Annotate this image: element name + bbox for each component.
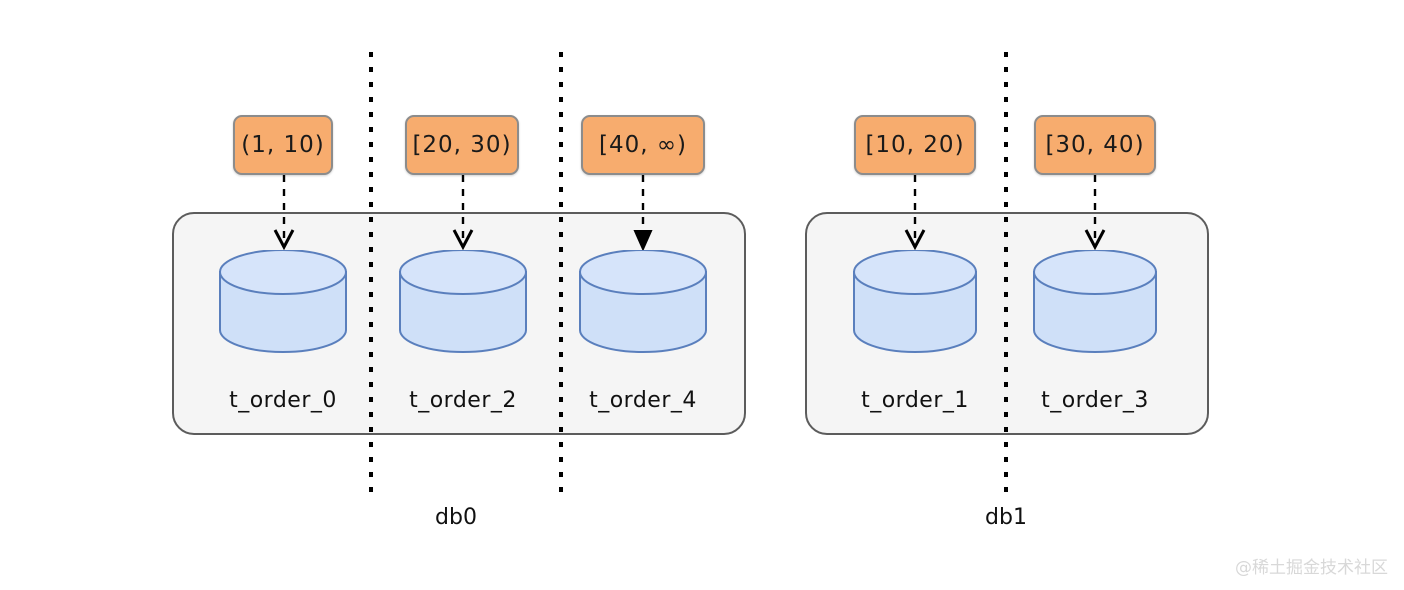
db-caption-db1: db1 [985, 505, 1027, 530]
range-box-db0-shard2[interactable]: [40, ∞) [581, 115, 705, 175]
database-cylinder-t_order_3 [1033, 250, 1157, 353]
arrow-db0-shard2 [633, 175, 653, 252]
range-box-db0-shard1[interactable]: [20, 30) [405, 115, 519, 175]
table-label-t_order_1: t_order_1 [861, 388, 969, 413]
shard-divider-db1-1 [1004, 52, 1008, 492]
table-label-t_order_3: t_order_3 [1041, 388, 1149, 413]
database-cylinder-t_order_0 [219, 250, 347, 353]
arrow-db0-shard1 [452, 175, 474, 251]
table-label-t_order_4: t_order_4 [589, 388, 697, 413]
database-cylinder-t_order_1 [853, 250, 977, 353]
table-label-t_order_2: t_order_2 [409, 388, 517, 413]
arrow-db0-shard0 [273, 175, 295, 251]
shard-divider-db0-2 [559, 52, 563, 492]
range-box-db1-shard0[interactable]: [10, 20) [854, 115, 976, 175]
shard-divider-db0-1 [369, 52, 373, 492]
table-label-t_order_0: t_order_0 [229, 388, 337, 413]
watermark: @稀土掘金技术社区 [1235, 558, 1388, 578]
db-caption-db0: db0 [435, 505, 477, 530]
database-cylinder-t_order_2 [399, 250, 527, 353]
arrow-db1-shard1 [1084, 175, 1106, 251]
range-box-db0-shard0[interactable]: (1, 10) [233, 115, 333, 175]
arrow-db1-shard0 [904, 175, 926, 251]
database-cylinder-t_order_4 [579, 250, 707, 353]
range-box-db1-shard1[interactable]: [30, 40) [1034, 115, 1156, 175]
